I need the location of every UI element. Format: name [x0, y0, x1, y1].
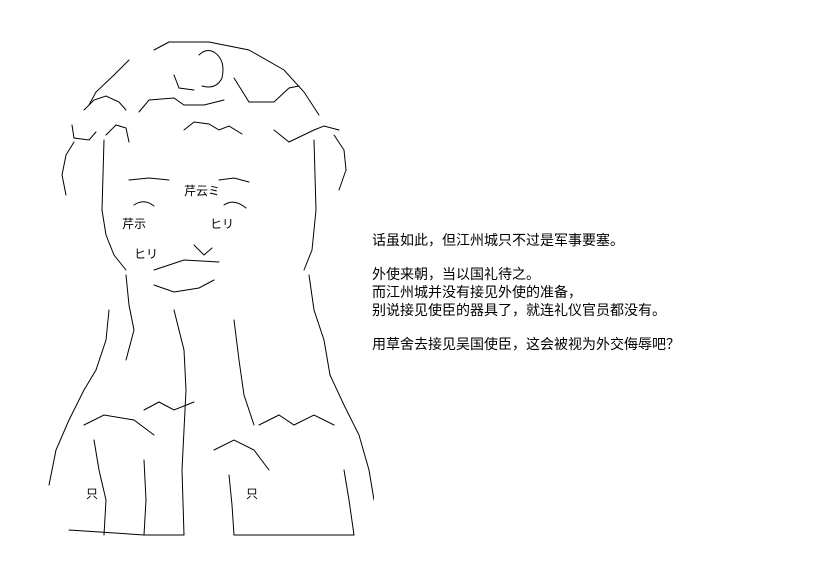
dialogue-line: 话虽如此，但江州城只不过是军事要塞。 [372, 233, 624, 249]
line-gap [372, 250, 802, 266]
dialogue-line: 别说接见使臣的器具了，就连礼仪官员都没有。 [372, 303, 666, 319]
dialogue-line: 外使来朝，当以国礼待之。 [372, 267, 540, 283]
line-gap [372, 320, 802, 336]
hand-left-text: 只 [86, 487, 98, 501]
eye-left-text: ヒリ [134, 247, 158, 261]
dialogue-line: 而江州城并没有接见外使的准备， [372, 285, 582, 301]
face-left-text: 芹示 [122, 217, 146, 231]
hat-text: 芹云ミ [184, 184, 220, 198]
dialogue-line: 用草舍去接见吴国使臣，这会被视为外交侮辱吧？ [372, 337, 680, 353]
dialogue-text-block: 话虽如此，但江州城只不过是军事要塞。 外使来朝，当以国礼待之。 而江州城并没有接… [372, 232, 802, 354]
face-right-text: ヒリ [210, 217, 234, 231]
ascii-art-character: 芹云ミ 芹示 ヒリ ヒリ 只 只 [34, 30, 374, 542]
hand-right-text: 只 [246, 487, 258, 501]
ascii-art-drawing: 芹云ミ 芹示 ヒリ ヒリ 只 只 [48, 41, 374, 536]
